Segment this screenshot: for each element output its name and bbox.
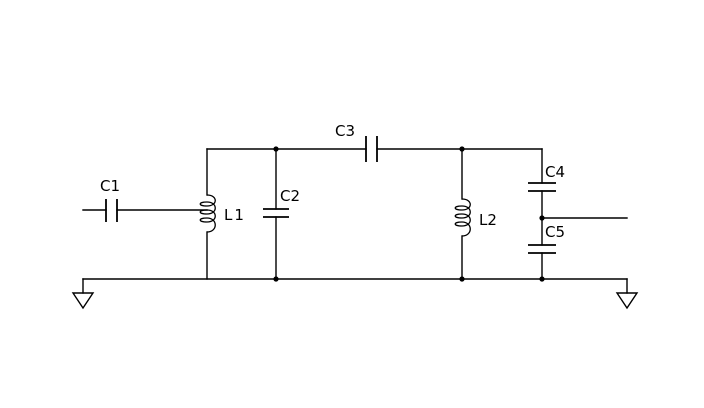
capacitor-c1 xyxy=(105,199,118,222)
label-c5: C5 xyxy=(545,223,565,241)
inductor-l1 xyxy=(199,148,216,280)
label-l2: L2 xyxy=(479,211,497,229)
junction-dot xyxy=(539,276,545,282)
junction-dot xyxy=(459,146,465,152)
capacitor-c4 xyxy=(528,148,556,246)
ground-symbol-right xyxy=(615,278,639,310)
label-l1: L1 xyxy=(224,206,246,224)
junction-dot xyxy=(273,276,279,282)
capacitor-c3 xyxy=(365,136,378,162)
ground-symbol-left xyxy=(71,278,95,310)
junction-dot xyxy=(459,276,465,282)
label-c1: C1 xyxy=(100,177,120,195)
inductor-l2 xyxy=(454,148,471,280)
junction-dot xyxy=(273,146,279,152)
capacitor-c5 xyxy=(528,244,556,280)
label-c2: C2 xyxy=(280,187,300,205)
junction-dot xyxy=(539,215,545,221)
capacitor-c2 xyxy=(263,148,289,280)
label-c4: C4 xyxy=(545,163,565,181)
label-c3: C3 xyxy=(335,122,355,140)
